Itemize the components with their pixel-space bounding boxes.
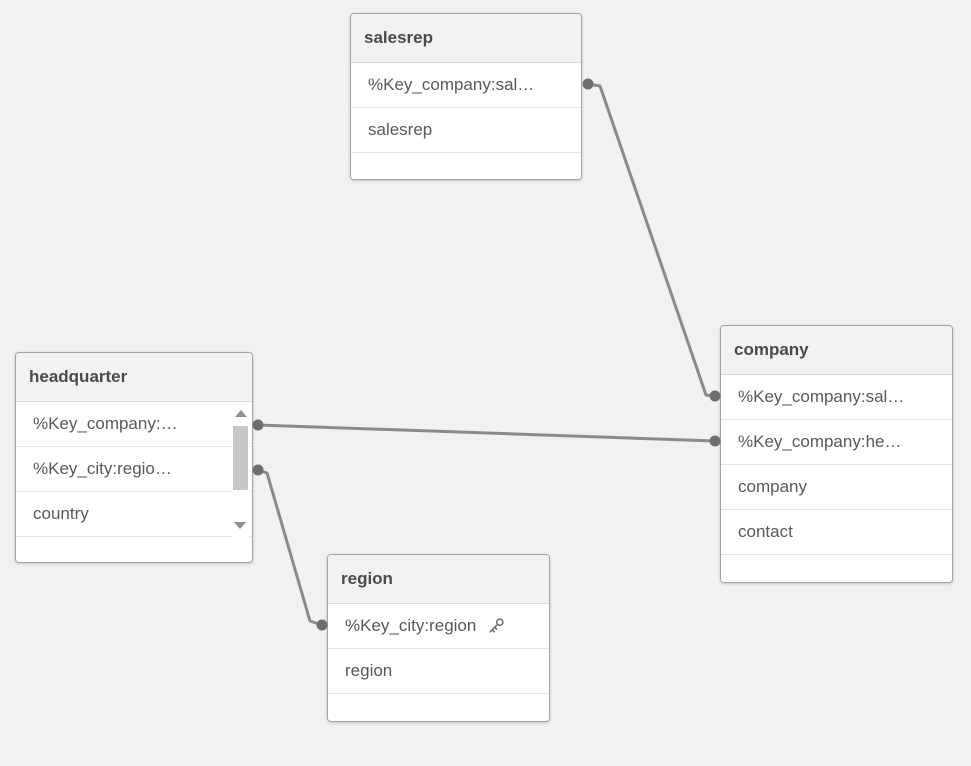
table-title: headquarter	[29, 367, 128, 386]
scrollbar-thumb[interactable]	[233, 426, 248, 490]
table-company[interactable]: company %Key_company:sal… %Key_company:h…	[720, 325, 953, 583]
field-label: company	[738, 477, 807, 496]
table-footer	[721, 555, 952, 582]
field-row[interactable]: salesrep	[351, 108, 581, 153]
field-label: %Key_company:sal…	[738, 387, 905, 406]
table-footer	[351, 153, 581, 179]
table-footer	[328, 694, 549, 721]
table-salesrep[interactable]: salesrep %Key_company:sal… salesrep	[350, 13, 582, 180]
scroll-up-icon[interactable]	[234, 410, 247, 417]
field-row[interactable]: %Key_company:…	[16, 402, 252, 447]
key-icon	[486, 616, 506, 636]
field-row[interactable]: %Key_company:he…	[721, 420, 952, 465]
scroll-down-icon[interactable]	[234, 522, 246, 529]
field-row[interactable]: company	[721, 465, 952, 510]
table-headquarter-header[interactable]: headquarter	[16, 353, 252, 402]
connector-salesrep-company[interactable]	[582, 78, 721, 402]
connector-dot	[709, 435, 721, 447]
connector-dot	[252, 419, 264, 431]
connector-headquarter-region[interactable]	[252, 464, 328, 631]
field-row[interactable]: region	[328, 649, 549, 694]
field-row[interactable]: %Key_city:regio…	[16, 447, 252, 492]
field-row[interactable]: %Key_company:sal…	[721, 375, 952, 420]
field-row[interactable]: contact	[721, 510, 952, 555]
connector-dot	[252, 464, 264, 476]
table-footer	[16, 537, 252, 562]
table-company-header[interactable]: company	[721, 326, 952, 375]
field-label: %Key_company:…	[33, 414, 178, 433]
field-row[interactable]: %Key_city:region	[328, 604, 549, 649]
connector-dot	[582, 78, 594, 90]
fields-scrollbar[interactable]	[232, 402, 249, 537]
table-region[interactable]: region %Key_city:region region	[327, 554, 550, 722]
field-label: region	[345, 661, 393, 680]
field-label: country	[33, 504, 89, 523]
field-label: %Key_city:region	[345, 616, 477, 635]
connector-headquarter-company[interactable]	[252, 419, 721, 447]
table-region-header[interactable]: region	[328, 555, 549, 604]
field-label: %Key_city:regio…	[33, 459, 172, 478]
table-title: region	[341, 569, 393, 588]
table-title: salesrep	[364, 28, 433, 47]
field-label: contact	[738, 522, 793, 541]
field-row[interactable]: country	[16, 492, 252, 537]
field-label: %Key_company:he…	[738, 432, 902, 451]
field-label: %Key_company:sal…	[368, 75, 535, 94]
connector-dot	[316, 619, 328, 631]
table-salesrep-header[interactable]: salesrep	[351, 14, 581, 63]
field-row[interactable]: %Key_company:sal…	[351, 63, 581, 108]
field-label: salesrep	[368, 120, 433, 139]
table-headquarter[interactable]: headquarter %Key_company:… %Key_city:reg…	[15, 352, 253, 563]
connector-dot	[709, 390, 721, 402]
table-title: company	[734, 340, 809, 359]
